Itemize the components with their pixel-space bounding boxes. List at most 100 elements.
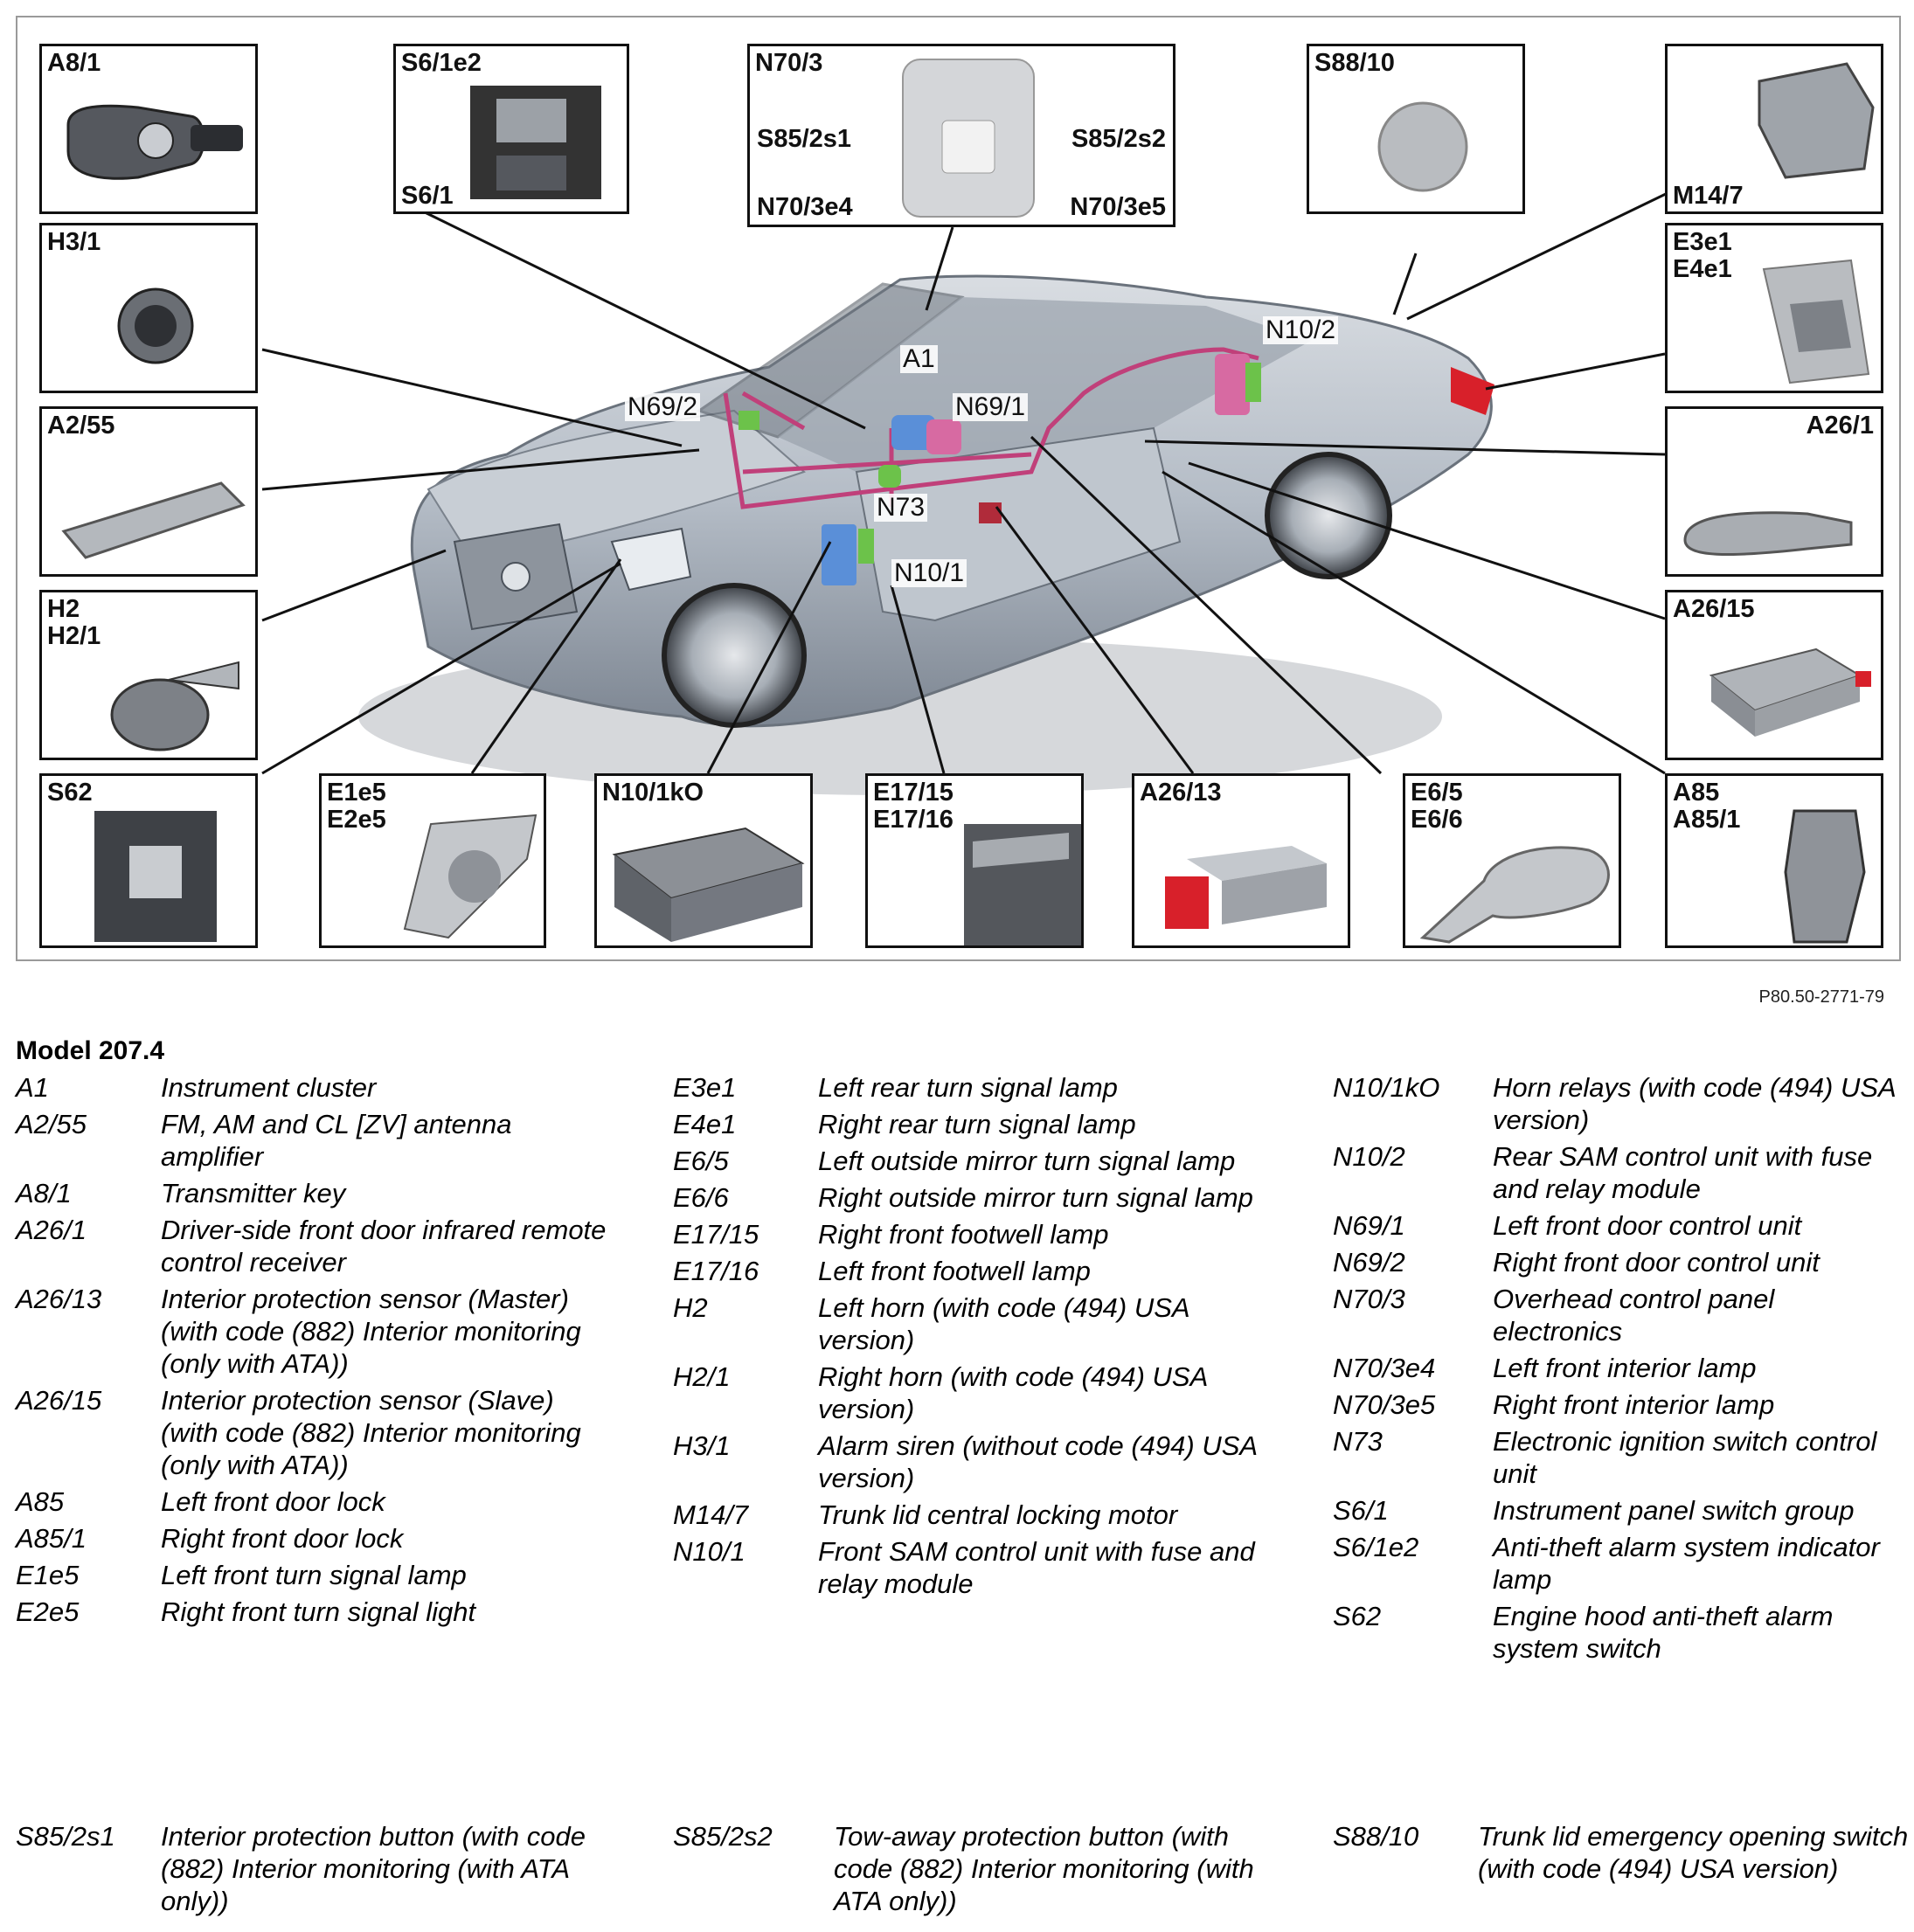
legend-entry: N69/2Right front door control unit bbox=[1333, 1246, 1910, 1278]
callout-a1: A1 bbox=[900, 345, 938, 373]
legend-description: Front SAM control unit with fuse and rel… bbox=[818, 1535, 1267, 1600]
legend-description: Left front door lock bbox=[161, 1485, 619, 1518]
legend-description: Rear SAM control unit with fuse and rela… bbox=[1493, 1140, 1910, 1205]
legend-bottom-2: S85/2s2 Tow-away protection button (with… bbox=[673, 1820, 1267, 1922]
legend-description: Right rear turn signal lamp bbox=[818, 1108, 1267, 1140]
legend-description: Left horn (with code (494) USA version) bbox=[818, 1291, 1267, 1356]
model-title: Model 207.4 bbox=[16, 1036, 164, 1066]
legend-description: Right front door lock bbox=[161, 1522, 619, 1555]
legend-entry: E2e5Right front turn signal light bbox=[16, 1596, 619, 1628]
legend-entry: A85Left front door lock bbox=[16, 1485, 619, 1518]
legend-entry: E17/16Left front footwell lamp bbox=[673, 1255, 1267, 1287]
legend-code: N69/1 bbox=[1333, 1209, 1493, 1242]
legend-code: N73 bbox=[1333, 1425, 1493, 1490]
legend-code: A26/15 bbox=[16, 1384, 161, 1481]
legend-code: M14/7 bbox=[673, 1499, 818, 1531]
alarm-siren-icon bbox=[112, 274, 217, 378]
module-a1-pink bbox=[926, 419, 961, 454]
antenna-amplifier-icon bbox=[55, 470, 252, 566]
leader-s88-10 bbox=[1394, 253, 1416, 315]
legend-code: S88/10 bbox=[1333, 1820, 1478, 1885]
module-n69-2 bbox=[739, 411, 759, 430]
switch-group-icon bbox=[470, 86, 601, 199]
box-a26-15: A26/15 bbox=[1665, 590, 1883, 760]
box-label: H3/1 bbox=[47, 229, 101, 256]
legend-entry: N10/2Rear SAM control unit with fuse and… bbox=[1333, 1140, 1910, 1205]
legend-code: S85/2s2 bbox=[673, 1820, 834, 1917]
legend-code: E6/5 bbox=[673, 1145, 818, 1177]
legend-code: N69/2 bbox=[1333, 1246, 1493, 1278]
box-label: M14/7 bbox=[1673, 183, 1744, 210]
locking-motor-icon bbox=[1751, 55, 1882, 186]
legend-description: Engine hood anti-theft alarm system swit… bbox=[1493, 1600, 1910, 1665]
box-label: N70/3 bbox=[755, 50, 822, 77]
box-a26-13: A26/13 bbox=[1132, 773, 1350, 948]
box-n10-1ko: N10/1kO bbox=[594, 773, 813, 948]
legend-entry: S85/2s1 Interior protection button (with… bbox=[16, 1820, 619, 1917]
legend-description: Interior protection sensor (Slave) (with… bbox=[161, 1384, 619, 1481]
legend-description: Driver-side front door infrared remote c… bbox=[161, 1214, 619, 1278]
legend-description: Left front interior lamp bbox=[1493, 1352, 1910, 1384]
box-label: N10/1kO bbox=[602, 779, 704, 807]
box-label: S85/2s2 bbox=[1070, 125, 1168, 154]
module-n10-1 bbox=[822, 524, 856, 585]
box-n70-3: N70/3 S85/2s1 S85/2s2 N70/3e4 N70/3e5 bbox=[747, 44, 1175, 227]
box-label: A26/15 bbox=[1673, 596, 1755, 623]
legend-code: A1 bbox=[16, 1071, 161, 1104]
box-m14-7: M14/7 bbox=[1665, 44, 1883, 214]
legend-description: Instrument cluster bbox=[161, 1071, 619, 1104]
box-a2-55: A2/55 bbox=[39, 406, 258, 577]
legend-entry: S85/2s2 Tow-away protection button (with… bbox=[673, 1820, 1267, 1917]
box-e3e1: E3e1 E4e1 bbox=[1665, 223, 1883, 393]
legend-entry: A8/1Transmitter key bbox=[16, 1177, 619, 1209]
module-n10-2-green bbox=[1245, 363, 1261, 402]
module-n73 bbox=[878, 465, 901, 488]
box-a26-1: A26/1 bbox=[1665, 406, 1883, 577]
module-n69-1 bbox=[979, 502, 1002, 523]
callout-n69-2: N69/2 bbox=[625, 393, 700, 421]
component-locator-figure: A8/1 S6/1e2 S6/1 N70/3 S85/2s1 S85/2s2 N… bbox=[16, 16, 1901, 961]
legend-description: Alarm siren (without code (494) USA vers… bbox=[818, 1430, 1267, 1494]
box-h2: H2 H2/1 bbox=[39, 590, 258, 760]
legend-description: Transmitter key bbox=[161, 1177, 619, 1209]
box-e6: E6/5 E6/6 bbox=[1403, 773, 1621, 948]
front-wheel bbox=[664, 585, 804, 725]
legend-code: H3/1 bbox=[673, 1430, 818, 1494]
legend-description: Left front door control unit bbox=[1493, 1209, 1910, 1242]
legend-entry: N10/1kOHorn relays (with code (494) USA … bbox=[1333, 1071, 1910, 1136]
legend-description: Interior protection button (with code (8… bbox=[161, 1820, 619, 1917]
interior-sensor-slave-icon bbox=[1685, 641, 1882, 754]
box-label: N70/3e4 bbox=[755, 193, 855, 222]
hood-switch-icon bbox=[94, 811, 217, 942]
legend-description: Right front interior lamp bbox=[1493, 1388, 1910, 1421]
legend-description: Interior protection sensor (Master) (wit… bbox=[161, 1283, 619, 1380]
interior-sensor-master-icon bbox=[1161, 841, 1335, 938]
box-label: E3e1 E4e1 bbox=[1673, 229, 1732, 283]
legend-description: Tow-away protection button (with code (8… bbox=[834, 1820, 1267, 1917]
box-label: S88/10 bbox=[1314, 50, 1395, 77]
box-label: H2 H2/1 bbox=[47, 596, 101, 650]
legend-code: E1e5 bbox=[16, 1559, 161, 1591]
legend-description: Anti-theft alarm system indicator lamp bbox=[1493, 1531, 1910, 1596]
legend-code: A85 bbox=[16, 1485, 161, 1518]
legend-description: Trunk lid central locking motor bbox=[818, 1499, 1267, 1531]
mirror-turn-lamp-icon bbox=[1414, 837, 1619, 946]
box-a8-1: A8/1 bbox=[39, 44, 258, 214]
legend-code: H2 bbox=[673, 1291, 818, 1356]
legend-description: Instrument panel switch group bbox=[1493, 1494, 1910, 1527]
legend-code: H2/1 bbox=[673, 1361, 818, 1425]
legend-description: Right front door control unit bbox=[1493, 1246, 1910, 1278]
box-label: A2/55 bbox=[47, 412, 114, 440]
legend-code: S62 bbox=[1333, 1600, 1493, 1665]
box-label: A85 A85/1 bbox=[1673, 779, 1740, 834]
